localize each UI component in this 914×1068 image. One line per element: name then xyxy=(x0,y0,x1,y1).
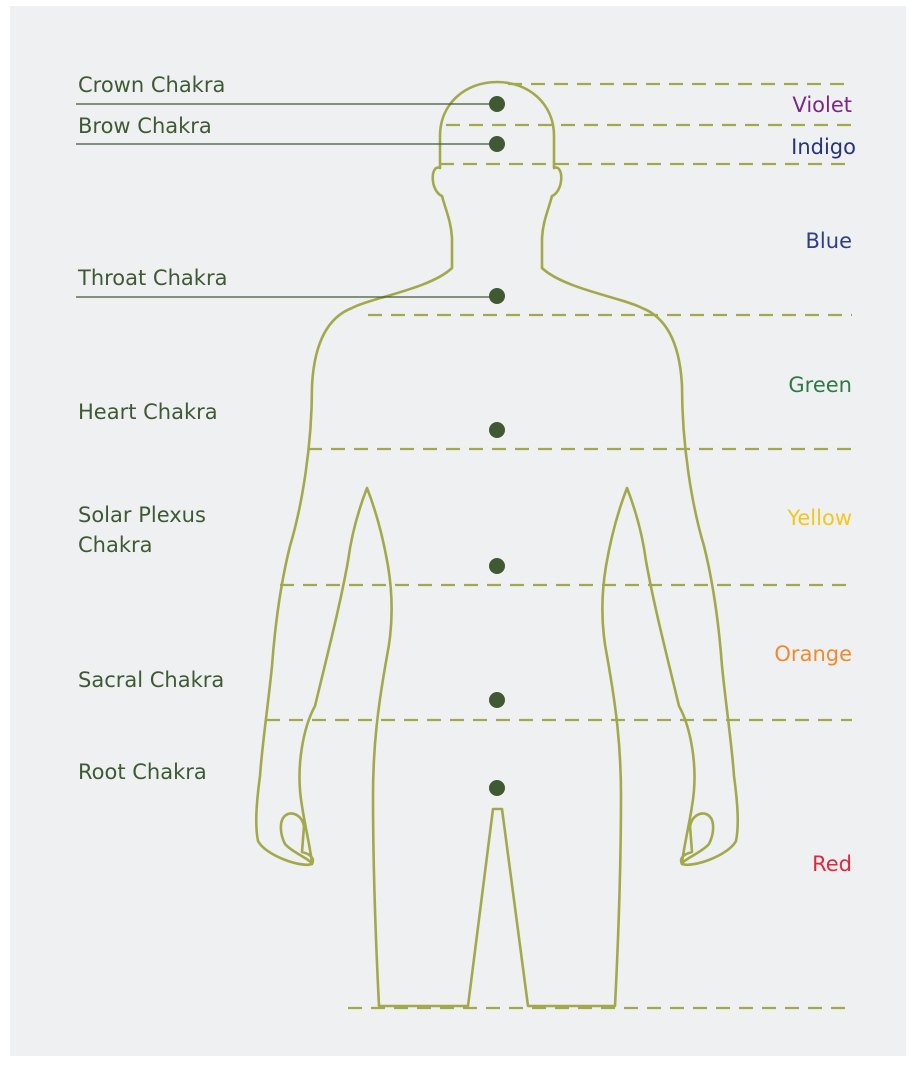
chakra-labels: Crown Chakra Brow Chakra Throat Chakra H… xyxy=(77,73,227,784)
crown-chakra-dot xyxy=(489,96,505,112)
color-labels: Violet Indigo Blue Green Yellow Orange R… xyxy=(774,93,856,876)
root-chakra-dot xyxy=(489,780,505,796)
throat-chakra-dot xyxy=(489,288,505,304)
heart-chakra-dot xyxy=(489,422,505,438)
sacral-chakra-label: Sacral Chakra xyxy=(78,668,224,692)
chakra-diagram: Crown Chakra Brow Chakra Throat Chakra H… xyxy=(10,6,906,1056)
indigo-color-label: Indigo xyxy=(791,135,856,159)
blue-color-label: Blue xyxy=(806,229,852,253)
sacral-chakra-dot xyxy=(489,692,505,708)
chakra-points xyxy=(489,96,505,796)
red-color-label: Red xyxy=(812,852,852,876)
brow-chakra-dot xyxy=(489,136,505,152)
chakra-figure: Crown Chakra Brow Chakra Throat Chakra H… xyxy=(10,6,914,1068)
orange-color-label: Orange xyxy=(774,642,852,666)
throat-chakra-label: Throat Chakra xyxy=(77,266,227,290)
solar-plexus-chakra-label-line2: Chakra xyxy=(78,533,153,557)
yellow-color-label: Yellow xyxy=(786,506,852,530)
body-silhouette xyxy=(256,82,737,1006)
crown-chakra-label: Crown Chakra xyxy=(78,73,225,97)
human-body-outline xyxy=(256,82,737,1006)
heart-chakra-label: Heart Chakra xyxy=(78,400,218,424)
brow-chakra-label: Brow Chakra xyxy=(78,114,212,138)
solar-plexus-chakra-label: Solar Plexus xyxy=(78,503,206,527)
zone-boundaries xyxy=(266,84,852,1008)
root-chakra-label: Root Chakra xyxy=(78,760,207,784)
solar-plexus-chakra-dot xyxy=(489,558,505,574)
green-color-label: Green xyxy=(788,373,852,397)
violet-color-label: Violet xyxy=(792,93,852,117)
